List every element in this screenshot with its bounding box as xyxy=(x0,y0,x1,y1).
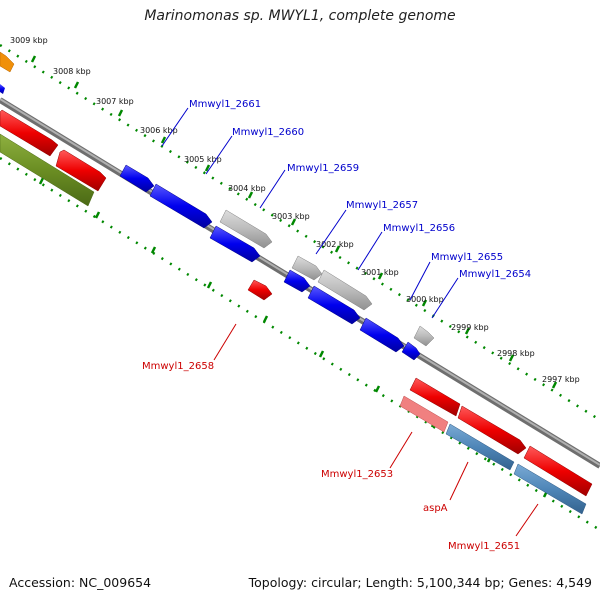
gene-arrow-blue[interactable] xyxy=(119,164,155,193)
scale-label: 3004 kbp xyxy=(228,184,266,193)
gene-arrow-grey[interactable] xyxy=(219,209,273,249)
gene-arrow-red[interactable] xyxy=(523,445,593,497)
gene-label[interactable]: Mmwyl1_2651 xyxy=(448,541,520,552)
gene-arrow-steel[interactable] xyxy=(445,423,515,471)
gene-arrow-grey[interactable] xyxy=(413,325,435,347)
gene-label[interactable]: Mmwyl1_2656 xyxy=(383,223,455,234)
scale-ticks-outer xyxy=(30,55,558,389)
topology-text: Topology: circular; Length: 5,100,344 bp… xyxy=(248,575,592,590)
scale-track-outer xyxy=(0,43,600,422)
scale-label: 3008 kbp xyxy=(53,67,91,76)
gene-label[interactable]: Mmwyl1_2657 xyxy=(346,200,418,211)
map-title: Marinomonas sp. MWYL1, complete genome xyxy=(144,8,456,24)
gene-arrow-red[interactable] xyxy=(409,377,461,417)
scale-label: 2997 kbp xyxy=(542,375,580,384)
forward-callouts xyxy=(161,107,459,319)
gene-arrow-blue-edge[interactable] xyxy=(0,84,5,94)
gene-arrow-blue[interactable] xyxy=(307,285,361,325)
scale-label: 3002 kbp xyxy=(316,240,354,249)
gene-arrow-blue[interactable] xyxy=(149,183,213,229)
gene-arrow-blue[interactable] xyxy=(209,225,261,263)
scale-label: 2998 kbp xyxy=(497,349,535,358)
gene-arrow-red[interactable] xyxy=(247,279,273,301)
gene-label[interactable]: Mmwyl1_2661 xyxy=(189,99,261,110)
gene-arrow-blue[interactable] xyxy=(283,269,311,293)
gene-arrow-salmon[interactable] xyxy=(399,395,449,433)
gene-arrow-red[interactable] xyxy=(457,405,527,455)
scale-label: 2999 kbp xyxy=(451,323,489,332)
gene-arrow-red[interactable] xyxy=(55,149,107,192)
gene-arrow-olive[interactable] xyxy=(0,133,95,207)
gene-arrow-grey[interactable] xyxy=(317,269,373,311)
scale-label: 3001 kbp xyxy=(361,268,399,277)
scale-label: 3005 kbp xyxy=(184,155,222,164)
gene-label[interactable]: Mmwyl1_2653 xyxy=(321,469,393,480)
scale-label: 3006 kbp xyxy=(140,126,178,135)
gene-label[interactable]: Mmwyl1_2654 xyxy=(459,269,531,280)
gene-label[interactable]: Mmwyl1_2659 xyxy=(287,163,359,174)
accession-text: Accession: NC_009654 xyxy=(9,575,152,590)
gene-label[interactable]: Mmwyl1_2658 xyxy=(142,361,214,372)
scale-label: 3007 kbp xyxy=(96,97,134,106)
reverse-callouts xyxy=(213,323,539,537)
scale-label: 3009 kbp xyxy=(10,36,48,45)
scale-label: 3000 kbp xyxy=(406,295,444,304)
scale-labels: 3009 kbp 3008 kbp 3007 kbp 3006 kbp 3005… xyxy=(10,36,580,384)
scale-label: 3003 kbp xyxy=(272,212,310,221)
gene-arrow-blue[interactable] xyxy=(359,317,405,353)
gene-arrow-steel[interactable] xyxy=(513,463,587,515)
gene-label[interactable]: Mmwyl1_2655 xyxy=(431,252,503,263)
scale-ticks-inner xyxy=(38,177,549,498)
gene-arrow-red[interactable] xyxy=(0,109,59,157)
gene-arrow-blue[interactable] xyxy=(401,341,421,361)
gene-label[interactable]: Mmwyl1_2660 xyxy=(232,127,304,138)
gene-label[interactable]: aspA xyxy=(423,503,448,514)
gene-arrow-grey[interactable] xyxy=(291,255,323,281)
gene-arrow-orange[interactable] xyxy=(0,51,15,73)
